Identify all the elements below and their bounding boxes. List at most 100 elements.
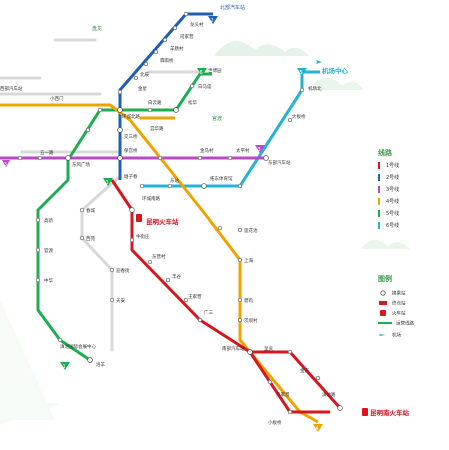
svg-text:东部汽车站: 东部汽车站 [268, 159, 291, 166]
svg-text:茨坝村: 茨坝村 [244, 317, 258, 324]
badge-line-3-east: 3 [255, 145, 265, 153]
station-dots [17, 11, 343, 415]
airport-icon [316, 60, 322, 64]
svg-text:小西门: 小西门 [50, 95, 64, 102]
svg-text:牛街庄: 牛街庄 [136, 233, 150, 240]
line-legend-icon [378, 322, 392, 324]
svg-text:春城: 春城 [86, 207, 95, 214]
svg-text:西部汽车站: 西部汽车站 [0, 85, 23, 92]
svg-text:东站: 东站 [170, 177, 179, 184]
terminal-airport: 机场中心 [322, 66, 349, 75]
rail-legend-icon [380, 310, 386, 316]
svg-text:环城北路: 环城北路 [122, 113, 140, 120]
svg-text:太平村: 太平村 [236, 147, 250, 154]
svg-text:中华: 中华 [44, 277, 53, 284]
terminal-kunming-rail: 昆明火车站 [146, 217, 179, 226]
legend-swatch-line6 [378, 222, 380, 229]
terminal-north-bus: 北部汽车站 [220, 4, 245, 11]
svg-text:吴家营: 吴家营 [276, 391, 290, 398]
svg-text:南部汽车站: 南部汽车站 [222, 345, 245, 352]
svg-text:官渡: 官渡 [44, 247, 53, 254]
badge-line-4-south: 4 [313, 424, 323, 432]
svg-text:环城南路: 环城南路 [142, 195, 160, 202]
svg-text:5: 5 [300, 70, 303, 76]
region-label-west: 盘龙 [92, 25, 102, 32]
svg-text:东风广场: 东风广场 [72, 161, 90, 168]
legend-swatch-line2 [378, 174, 380, 181]
badge-line-2: 2 [208, 16, 218, 24]
svg-text:东营村: 东营村 [152, 253, 166, 260]
svg-text:金星: 金星 [138, 85, 147, 92]
svg-text:保宫桥: 保宫桥 [124, 147, 138, 154]
svg-text:世博园: 世博园 [208, 67, 222, 74]
transfer-icon [380, 290, 386, 296]
svg-text:羊肠村: 羊肠村 [170, 45, 184, 52]
legend-row-line6: 6号线 [378, 222, 399, 229]
svg-text:西苑: 西苑 [86, 235, 95, 242]
legend-sym-transfer: 换乘站 [378, 290, 406, 297]
svg-text:昙华路: 昙华路 [150, 125, 164, 132]
svg-text:上海: 上海 [244, 257, 253, 264]
svg-text:霖雨桥: 霖雨桥 [160, 57, 174, 64]
svg-text:天安: 天安 [116, 297, 125, 304]
badge-line-1-south: 1 [60, 362, 70, 370]
legend-row-line4: 4号线 [378, 198, 399, 205]
svg-text:1: 1 [106, 180, 109, 186]
svg-text:呈贡: 呈贡 [264, 346, 273, 352]
svg-text:白马庙: 白马庙 [198, 83, 212, 90]
legend-title: 线路 [378, 149, 392, 157]
badge-line-1-mid: 1 [103, 178, 113, 186]
svg-text:滇池路: 滇池路 [322, 391, 336, 398]
svg-text:4: 4 [316, 426, 319, 432]
legend-row-line3: 3号线 [378, 186, 399, 193]
legend-swatch-line3 [378, 186, 380, 193]
svg-text:滇池国际会展中心: 滇池国际会展中心 [60, 343, 96, 350]
svg-text:丰谷: 丰谷 [172, 273, 181, 280]
svg-text:司家营: 司家营 [180, 33, 194, 40]
svg-text:王家营: 王家营 [188, 293, 202, 300]
legend-row-line2: 2号线 [378, 174, 399, 181]
legend-row-line5: 5号线 [378, 210, 399, 217]
svg-text:2: 2 [211, 18, 214, 24]
region-label-east: 官渡 [212, 115, 222, 122]
airport-legend-icon [379, 334, 386, 336]
badge-line-3-west: 3 [2, 160, 10, 168]
line-6-path [142, 72, 304, 188]
badge-line-6: 6 [197, 68, 207, 76]
svg-text:塘子巷: 塘子巷 [124, 173, 138, 180]
svg-text:洛羊: 洛羊 [96, 361, 105, 368]
legend-swatch-line4 [378, 198, 380, 205]
legend-panel: 线路 1号线 2号线 3号线 4号线 5号线 6号线 图例 换乘站 终点站 火车… [372, 148, 447, 448]
svg-text:北辰: 北辰 [140, 71, 149, 78]
legend-symbols-title: 图例 [378, 275, 392, 283]
svg-text:交三桥: 交三桥 [124, 133, 138, 140]
legend-sym-airport: 机场 [378, 332, 401, 339]
legend-sym-rail: 火车站 [378, 310, 406, 317]
legend-sym-line: 运营线路 [378, 320, 414, 327]
svg-text:碧鸡: 碧鸡 [244, 297, 253, 304]
legend-swatch-line1 [378, 162, 380, 169]
svg-text:1: 1 [63, 364, 66, 370]
svg-text:迎春街: 迎春街 [116, 267, 130, 274]
svg-text:6: 6 [200, 70, 203, 76]
legend-row-line1: 1号线 [378, 162, 399, 169]
svg-text:白云路: 白云路 [148, 99, 162, 106]
terminal-icon [379, 301, 387, 305]
legend-sym-terminal: 终点站 [378, 300, 406, 307]
terminal-kunming-south: 昆明南火车站 [370, 408, 410, 417]
svg-text:拓东体育馆: 拓东体育馆 [210, 175, 233, 182]
svg-text:3: 3 [258, 147, 261, 153]
svg-text:大板桥: 大板桥 [292, 113, 306, 120]
svg-text:小板桥: 小板桥 [268, 419, 282, 426]
badge-line-5: 5 [297, 68, 307, 76]
line-4-path [0, 103, 319, 424]
svg-text:五一路: 五一路 [40, 149, 54, 156]
svg-text:机场北: 机场北 [308, 85, 322, 92]
line-5-path [36, 72, 212, 362]
grey-lines [0, 38, 202, 352]
rail-icon [136, 214, 368, 416]
decorative-hills [0, 41, 410, 424]
svg-text:金马村: 金马村 [200, 147, 214, 154]
svg-text:金方: 金方 [300, 367, 309, 374]
